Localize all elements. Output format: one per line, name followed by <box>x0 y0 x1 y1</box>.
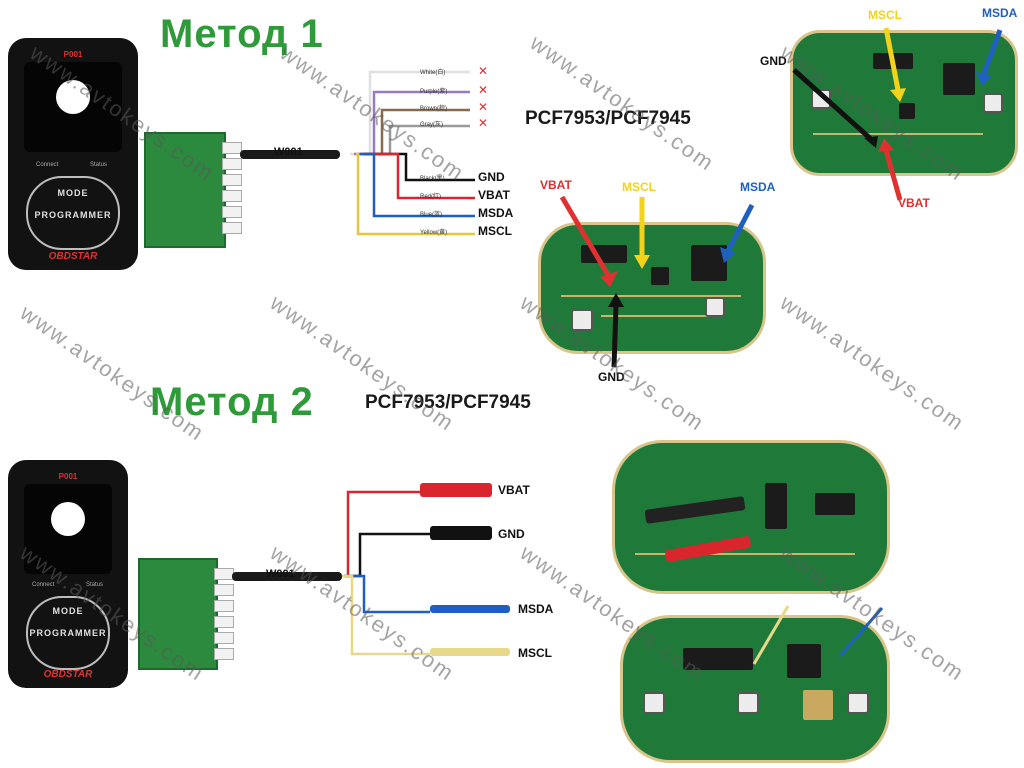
mode-label: MODE <box>52 606 84 616</box>
wire-yellow-label: Yellow(黄) <box>420 230 448 236</box>
watermark-text: www.avtokeys.com <box>525 30 720 177</box>
method2-title: Метод 2 <box>150 380 314 424</box>
programmer-device: P001 Connect Status MODE PROGRAMMER OBDS… <box>8 38 138 270</box>
blue-probe <box>430 605 510 613</box>
programmer-model: P001 <box>58 472 78 481</box>
method2-vbat-label: VBAT <box>498 483 530 497</box>
key-pcb-method2-clips <box>612 440 890 594</box>
adapter-board <box>138 558 234 670</box>
pcb2-mscl-label: MSCL <box>868 8 902 22</box>
pcb2-gnd-label: GND <box>760 54 787 68</box>
signal-gnd-label: GND <box>478 170 505 184</box>
method1-title: Метод 1 <box>160 12 324 56</box>
programmer-device: P001 Connect Status MODE PROGRAMMER OBDS… <box>8 460 128 688</box>
chip-title-method1: PCF7953/PCF7945 <box>525 108 691 129</box>
programmer-brand: OBDSTAR <box>43 669 93 680</box>
key-pcb-method2-probes <box>620 615 890 763</box>
cable-label: W001 <box>266 568 295 580</box>
w001-cable <box>240 150 340 159</box>
wire-blue-label: Blue(蓝) <box>420 212 443 218</box>
clip-wires <box>342 490 430 656</box>
signal-msda-label: MSDA <box>478 206 514 220</box>
signal-mscl-label: MSCL <box>478 224 512 238</box>
method2-mscl-label: MSCL <box>518 646 552 660</box>
probe-lines <box>752 605 884 665</box>
w001-cable <box>232 572 342 581</box>
method2-gnd-label: GND <box>498 527 525 541</box>
pcb1-gnd-label: GND <box>598 370 625 384</box>
programmer-ring <box>26 176 120 250</box>
programmer-label: PROGRAMMER <box>29 628 107 638</box>
watermark-text: www.avtokeys.com <box>775 290 970 437</box>
signal-vbat-label: VBAT <box>478 188 510 202</box>
pcb1-arrows <box>559 195 755 368</box>
status-led-label: Status <box>90 162 108 168</box>
pcb2-msda-label: MSDA <box>982 6 1018 20</box>
connect-led-label: Connect <box>32 582 55 588</box>
socket-hole <box>51 502 85 536</box>
status-led-label: Status <box>86 582 104 588</box>
socket-hole <box>56 80 90 114</box>
method2-msda-label: MSDA <box>518 602 554 616</box>
pcb2-vbat-label: VBAT <box>898 196 930 210</box>
wire-black-label: Black(黑) <box>420 176 445 182</box>
adapter-board <box>144 132 242 248</box>
pcb1-mscl-label: MSCL <box>622 180 656 194</box>
programmer-label: PROGRAMMER <box>34 210 112 220</box>
wire-gray-label: Gray(灰) <box>420 122 443 128</box>
x-mark-icon: ✕ <box>478 83 489 97</box>
x-mark-icon: ✕ <box>478 64 489 78</box>
pcb1-msda-label: MSDA <box>740 180 776 194</box>
programmer-ring <box>26 596 110 670</box>
wire-white-label: White(白) <box>420 70 446 76</box>
mode-label: MODE <box>57 188 89 198</box>
wire-red-label: Red(红) <box>420 194 442 200</box>
yellow-probe <box>430 648 510 656</box>
wire-brown-label: Brown(棕) <box>420 106 448 112</box>
pcb1-vbat-label: VBAT <box>540 178 572 192</box>
wire-harness <box>350 70 475 236</box>
key-pcb-method1 <box>538 222 766 354</box>
black-alligator-clip <box>430 526 492 540</box>
programmer-model: P001 <box>63 50 83 59</box>
x-mark-icon: ✕ <box>478 100 489 114</box>
connect-led-label: Connect <box>36 162 59 168</box>
programmer-brand: OBDSTAR <box>48 251 98 262</box>
pcb2-arrows <box>792 27 1003 201</box>
chip-title-method2: PCF7953/PCF7945 <box>365 392 531 413</box>
cable-label: W001 <box>274 146 303 158</box>
wire-purple-label: Purple(紫) <box>420 89 448 95</box>
red-alligator-clip <box>420 483 492 497</box>
x-mark-icon: ✕ <box>478 116 489 130</box>
